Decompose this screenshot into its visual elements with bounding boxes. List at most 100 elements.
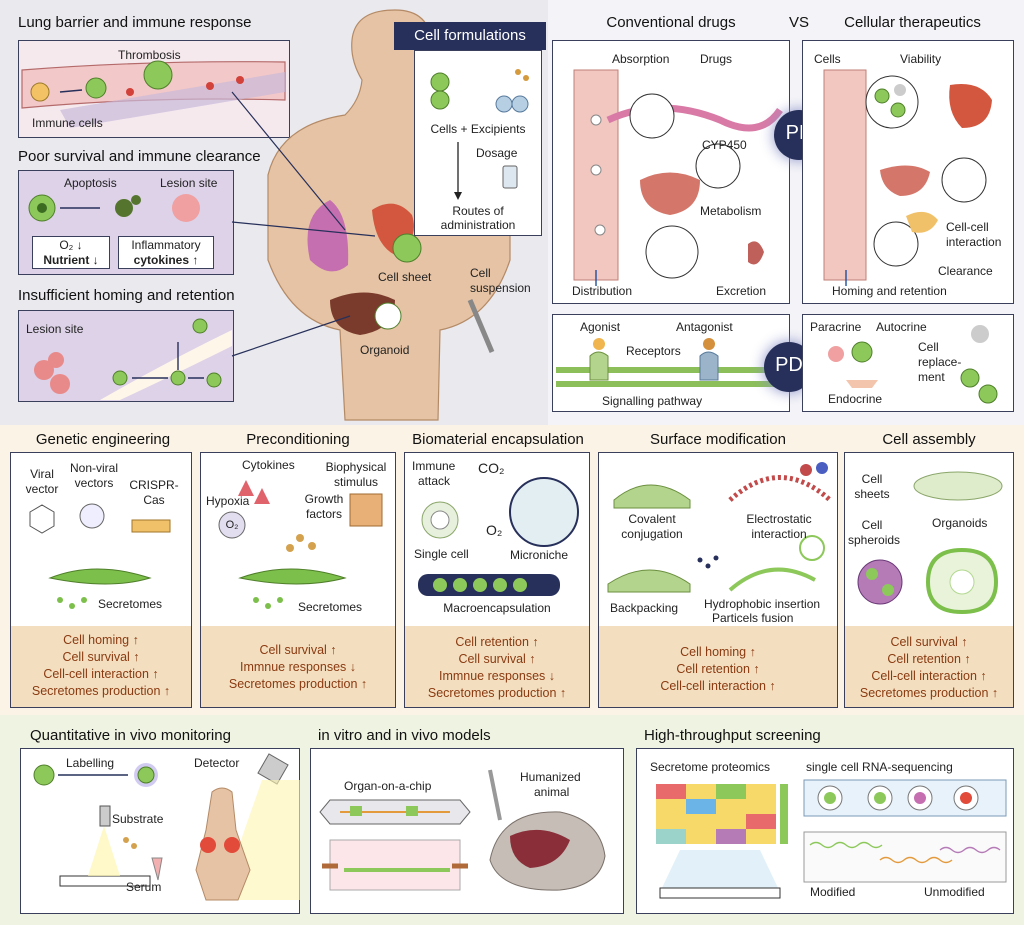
- pre-factors: factors: [305, 507, 342, 521]
- pd-label: PD: [775, 354, 803, 376]
- benefit-bg-genetic: [11, 626, 191, 707]
- vs-label: VS: [789, 14, 810, 31]
- benefit-bg-surface: [599, 626, 837, 707]
- pre-growth: Growth: [304, 492, 344, 506]
- bio-co2: CO₂: [478, 460, 505, 476]
- genetic-benefit-4: Secretomes production ↑: [31, 684, 171, 698]
- asm-cell-1: Cell: [861, 472, 883, 486]
- clearance-label: Clearance: [938, 264, 993, 278]
- agonist-label: Agonist: [580, 320, 621, 334]
- asm-sheets: sheets: [854, 487, 890, 501]
- surf-benefit-1: Cell homing ↑: [680, 645, 756, 659]
- organoid-label: Organoid: [360, 343, 410, 357]
- cell-suspension-label-2: suspension: [470, 281, 531, 295]
- endocrine-label: Endocrine: [828, 392, 883, 406]
- dosage-label: Dosage: [476, 146, 518, 160]
- bio-immune: Immune: [412, 459, 456, 473]
- receptors-label: Receptors: [626, 344, 681, 358]
- homing-retention-label: Homing and retention: [832, 284, 947, 298]
- paracrine-label: Paracrine: [810, 320, 862, 334]
- inflammatory-box: [118, 236, 214, 269]
- strategy-title-genetic: Genetic engineering: [35, 431, 171, 448]
- scr-proteomics: Secretome proteomics: [650, 760, 771, 774]
- surf-conjugation: conjugation: [621, 527, 683, 541]
- genetic-vector: vector: [25, 482, 59, 496]
- bio-microniche: Microniche: [510, 548, 569, 562]
- surf-benefit-3: Cell-cell interaction ↑: [660, 679, 776, 693]
- mon-serum: Serum: [126, 880, 162, 894]
- thrombosis-label: Thrombosis: [118, 48, 181, 62]
- bio-single-cell: Single cell: [414, 547, 469, 561]
- cellular-title: Cellular therapeutics: [844, 14, 981, 31]
- cytokines-label: cytokines ↑: [133, 253, 199, 267]
- strategy-title-assembly: Cell assembly: [882, 431, 976, 448]
- strategy-title-surface: Surface modification: [650, 431, 786, 448]
- conventional-title: Conventional drugs: [606, 14, 736, 31]
- strategy-title-preconditioning: Preconditioning: [246, 431, 350, 448]
- models-title: in vitro and in vivo models: [318, 727, 491, 744]
- drugs-label: Drugs: [700, 52, 733, 66]
- autocrine-label: Autocrine: [876, 320, 927, 334]
- cyp450-label: CYP450: [702, 138, 747, 152]
- bio-benefit-3: Immnue responses ↓: [438, 669, 556, 683]
- pre-benefit-2: Immnue responses ↓: [239, 660, 357, 674]
- pre-biophysical: Biophysical: [325, 460, 387, 474]
- pre-benefit-1: Cell survival ↑: [259, 643, 337, 657]
- genetic-vectors: vectors: [74, 476, 114, 490]
- cell-sheet-label: Cell sheet: [378, 270, 432, 284]
- genetic-benefit-3: Cell-cell interaction ↑: [43, 667, 159, 681]
- benefit-bg-preconditioning: [201, 626, 395, 707]
- scr-modified: Modified: [810, 885, 856, 899]
- replacement-label-1: Cell: [918, 340, 939, 354]
- absorption-label: Absorption: [612, 52, 670, 66]
- surf-benefit-2: Cell retention ↑: [676, 662, 760, 676]
- bio-benefit-4: Secretomes production ↑: [427, 686, 567, 700]
- mon-labelling: Labelling: [66, 756, 115, 770]
- bio-benefit-2: Cell survival ↑: [458, 652, 536, 666]
- asm-benefit-1: Cell survival ↑: [890, 635, 968, 649]
- o2-box: [32, 236, 110, 269]
- models-organ-chip: Organ-on-a-chip: [344, 779, 432, 793]
- benefit-bg-assembly: [845, 626, 1013, 707]
- cell-cell-label-2: interaction: [946, 235, 1002, 249]
- scr-unmodified: Unmodified: [924, 885, 985, 899]
- bio-o2: O₂: [486, 522, 503, 538]
- viability-label: Viability: [900, 52, 942, 66]
- formulations-title: Cell formulations: [414, 27, 526, 44]
- screening-title: High-throughput screening: [644, 727, 821, 744]
- nutrient-label: Nutrient ↓: [43, 253, 99, 267]
- bio-attack: attack: [418, 474, 451, 488]
- surf-electrostatic: Electrostatic: [746, 512, 812, 526]
- genetic-benefit-1: Cell homing ↑: [63, 633, 139, 647]
- routes-label-1: Routes of: [452, 204, 504, 218]
- antagonist-label: Antagonist: [676, 320, 733, 334]
- models-humanized-1: Humanized: [520, 770, 581, 784]
- pre-hypoxia: Hypoxia: [206, 494, 250, 508]
- pre-cytokines: Cytokines: [242, 458, 295, 472]
- monitoring-title: Quantitative in vivo monitoring: [30, 727, 231, 744]
- pre-o2: O₂: [225, 519, 239, 531]
- cells-label: Cells: [814, 52, 841, 66]
- mon-substrate: Substrate: [112, 812, 164, 826]
- cells-excipients-label: Cells + Excipients: [430, 122, 526, 136]
- replacement-label-2: replace-: [918, 355, 962, 369]
- models-humanized-2: animal: [534, 785, 570, 799]
- homing-title: Insufficient homing and retention: [18, 287, 235, 304]
- inflammatory-label: Inflammatory: [131, 238, 201, 252]
- bio-macro: Macroencapsulation: [443, 601, 551, 615]
- metabolism-label: Metabolism: [700, 204, 762, 218]
- genetic-viral: Viral: [30, 467, 54, 481]
